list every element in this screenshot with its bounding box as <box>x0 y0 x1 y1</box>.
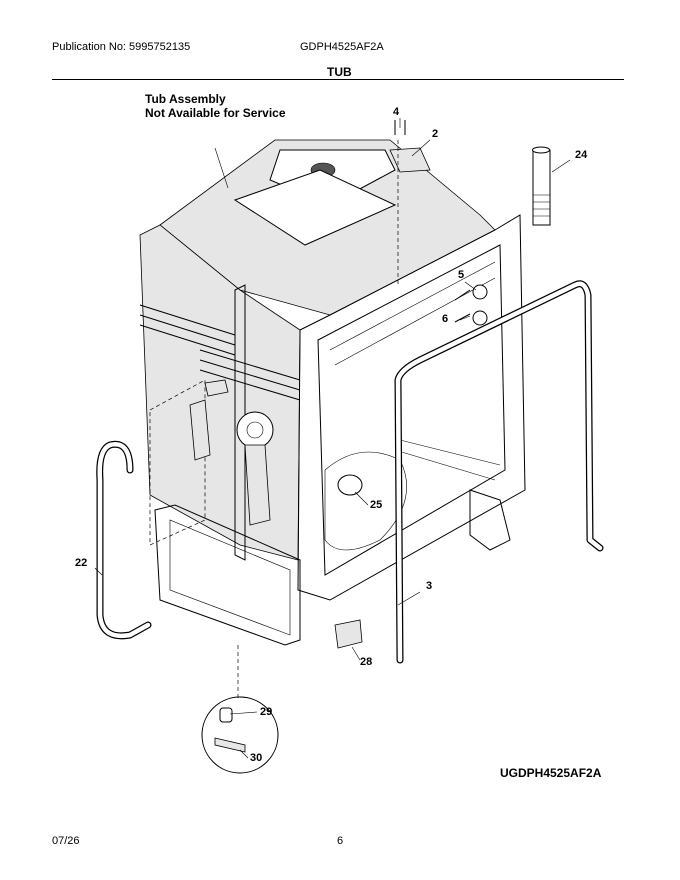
door-latch-part <box>189 399 211 461</box>
part-5-grommet-lower <box>472 310 488 326</box>
part-22-gasket <box>96 440 152 640</box>
callout-2: 2 <box>432 128 439 140</box>
tub-side-ribs <box>139 304 301 401</box>
tub-top-rail <box>329 261 496 366</box>
top-clip-part <box>204 379 229 397</box>
footer-date: 07/26 <box>52 835 80 847</box>
callout-4: 4 <box>393 106 400 118</box>
callout-22: 22 <box>75 557 88 569</box>
callout-30: 30 <box>250 752 263 764</box>
fill-funnel-inner <box>246 421 264 439</box>
vent-duct-part <box>244 444 271 526</box>
callout-6: 6 <box>442 313 449 325</box>
part-6-screws <box>454 289 471 323</box>
part-4-screws <box>394 120 406 135</box>
left-side-bracket-outline <box>149 379 206 546</box>
tub-top-insert <box>233 169 397 246</box>
tub-floor-rails <box>394 439 501 481</box>
model-number: GDPH4525AF2A <box>300 41 384 53</box>
inset-detail-29-30 <box>201 696 279 774</box>
callout-25: 25 <box>370 499 383 511</box>
part-3-door-gasket <box>394 280 604 664</box>
callout-28: 28 <box>360 656 373 668</box>
header-divider <box>52 79 624 80</box>
tub-sump-area <box>324 451 407 551</box>
note-line-2: Not Available for Service <box>145 106 286 120</box>
tub-body <box>139 120 526 700</box>
tub-base-frame <box>154 504 301 646</box>
callout-5: 5 <box>458 269 465 281</box>
callout-24: 24 <box>575 149 588 161</box>
part-2-clip <box>389 147 431 173</box>
part-28-thermostat <box>334 619 363 649</box>
tub-side-flange <box>234 284 246 561</box>
diagram-code: UGDPH4525AF2A <box>500 766 602 780</box>
callout-29: 29 <box>260 706 273 718</box>
fill-funnel-round <box>236 411 274 449</box>
tub-base-panel <box>169 519 291 636</box>
part-25-drain-cover <box>337 474 363 496</box>
page-number: 6 <box>337 835 344 847</box>
tub-right-foot <box>469 489 511 551</box>
publication-number: Publication No: 5995752135 <box>52 41 191 53</box>
callout-3: 3 <box>426 580 433 592</box>
tub-assembly-note: Tub Assembly Not Available for Service <box>145 92 286 120</box>
part-5-grommet <box>472 284 488 300</box>
note-line-1: Tub Assembly <box>145 92 226 106</box>
tub-front-frame <box>297 214 526 601</box>
tub-opening <box>317 244 506 576</box>
section-title: TUB <box>327 65 352 79</box>
part-24-foam-spacer <box>532 146 551 226</box>
leader-lines <box>94 118 571 759</box>
